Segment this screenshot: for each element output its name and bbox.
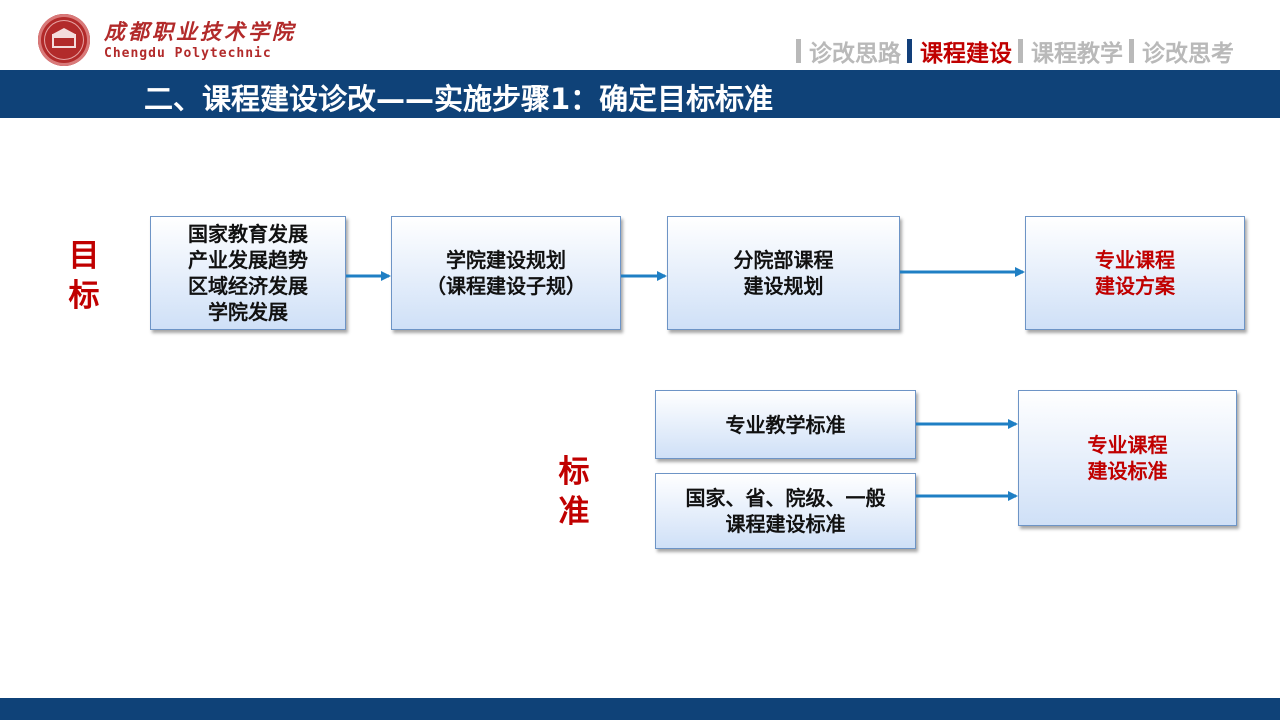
nav-item-course-construction[interactable]: 课程建设 xyxy=(907,34,1012,68)
nav-item-label: 诊改思路 xyxy=(809,41,901,67)
nav-separator xyxy=(1018,39,1023,63)
nav-item-reform-reflection[interactable]: 诊改思考 xyxy=(1129,34,1234,68)
nav-separator xyxy=(907,39,912,63)
nav-item-label: 课程教学 xyxy=(1031,41,1123,67)
standard-label: 标 准 xyxy=(558,454,590,530)
box-course-scheme: 专业课程 建设方案 xyxy=(1025,216,1245,330)
slide-title: 二、课程建设诊改——实施步骤1：确定目标标准 xyxy=(144,82,774,116)
box-college-plan: 学院建设规划 （课程建设子规） xyxy=(391,216,621,330)
nav-item-course-teaching[interactable]: 课程教学 xyxy=(1018,34,1123,68)
nav-item-reform-ideas[interactable]: 诊改思路 xyxy=(796,34,901,68)
nav-separator xyxy=(1129,39,1134,63)
logo-chinese-name: 成都职业技术学院 xyxy=(104,19,296,44)
logo-english-name: Chengdu Polytechnic xyxy=(104,46,272,61)
box-professional-teaching-standard: 专业教学标准 xyxy=(655,390,916,459)
box-national-development: 国家教育发展 产业发展趋势 区域经济发展 学院发展 xyxy=(150,216,346,330)
college-seal-icon xyxy=(38,14,90,66)
box-branch-plan: 分院部课程 建设规划 xyxy=(667,216,900,330)
box-course-standard-output: 专业课程 建设标准 xyxy=(1018,390,1237,526)
nav-item-label: 诊改思考 xyxy=(1142,41,1234,67)
nav-separator xyxy=(796,39,801,63)
nav-item-label: 课程建设 xyxy=(920,41,1012,67)
section-nav: 诊改思路 课程建设 课程教学 诊改思考 xyxy=(796,34,1234,68)
slide-title-bar: 二、课程建设诊改——实施步骤1：确定目标标准 xyxy=(0,70,1280,118)
college-logo: 成都职业技术学院 Chengdu Polytechnic xyxy=(38,14,293,68)
goal-label: 目 标 xyxy=(68,238,100,314)
box-course-construction-standards: 国家、省、院级、一般 课程建设标准 xyxy=(655,473,916,549)
footer-bar xyxy=(0,698,1280,720)
